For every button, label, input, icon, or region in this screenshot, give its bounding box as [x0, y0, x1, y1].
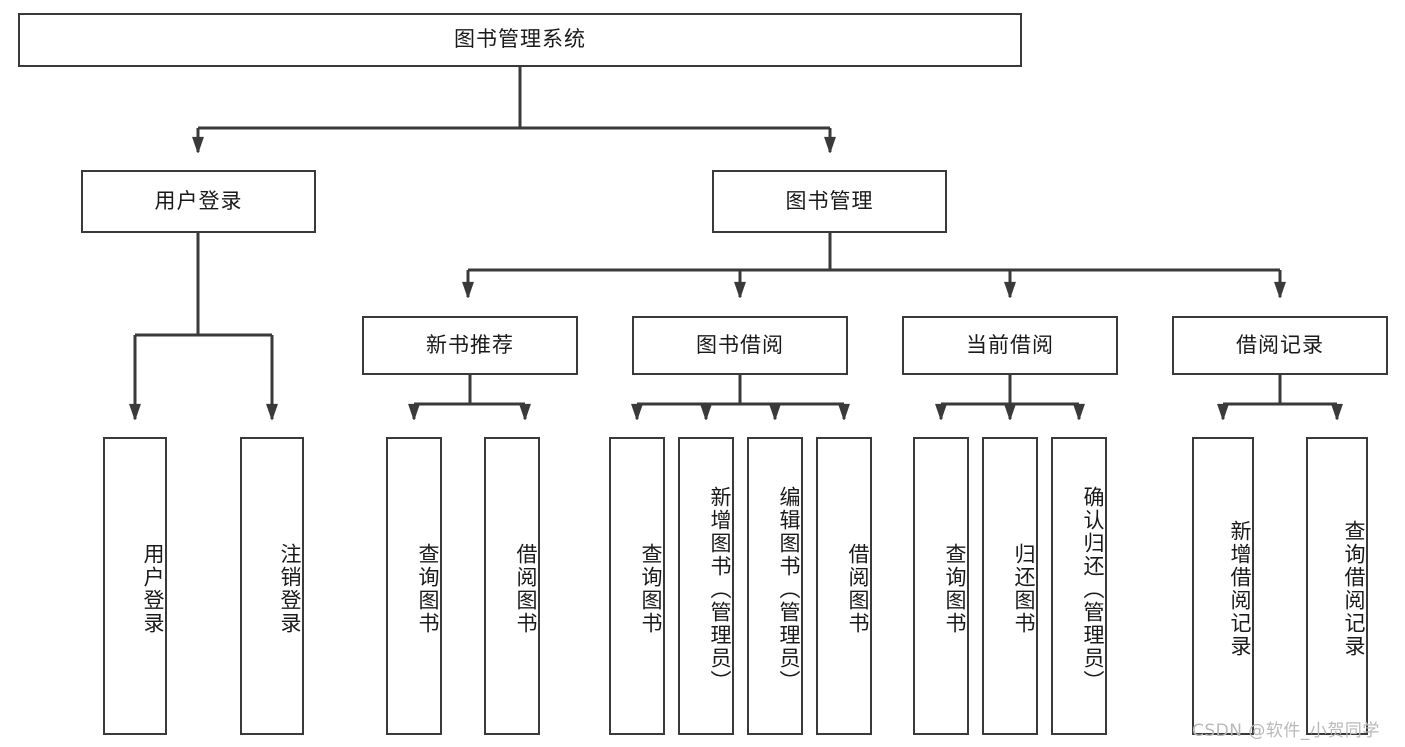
node-label: 查询图书: [943, 543, 967, 635]
node-label: 借阅图书: [846, 543, 870, 635]
node-leaf-user-login[interactable]: 用户登录: [103, 437, 167, 735]
node-label: 确认归还（管理员）: [1081, 485, 1105, 693]
node-current-borrow[interactable]: 当前借阅: [902, 316, 1118, 375]
node-label: 图书管理系统: [454, 27, 586, 52]
node-root[interactable]: 图书管理系统: [18, 13, 1022, 67]
node-label: 用户登录: [141, 543, 165, 635]
node-label: 用户登录: [154, 188, 243, 213]
node-leaf-query-book-recommend[interactable]: 查询图书: [386, 437, 442, 735]
node-label: 借阅记录: [1236, 332, 1324, 357]
node-label: 编辑图书（管理员）: [777, 485, 801, 693]
node-label: 当前借阅: [966, 332, 1054, 357]
node-label: 图书管理: [785, 188, 874, 213]
node-leaf-logout[interactable]: 注销登录: [240, 437, 304, 735]
node-leaf-query-book-borrow[interactable]: 查询图书: [609, 437, 665, 735]
node-label: 借阅图书: [514, 543, 538, 635]
csdn-watermark: CSDN @软件_小贺同学: [1192, 721, 1380, 741]
node-leaf-borrow-book-recommend[interactable]: 借阅图书: [484, 437, 540, 735]
node-label: 新增图书（管理员）: [708, 485, 732, 693]
node-label: 新书推荐: [426, 332, 514, 357]
node-leaf-borrow-book[interactable]: 借阅图书: [816, 437, 872, 735]
node-label: 查询图书: [416, 543, 440, 635]
node-leaf-add-borrow-record[interactable]: 新增借阅记录: [1192, 437, 1254, 735]
node-user-login[interactable]: 用户登录: [81, 170, 316, 233]
node-book-borrow[interactable]: 图书借阅: [632, 316, 848, 375]
node-leaf-return-book[interactable]: 归还图书: [982, 437, 1038, 735]
node-label: 查询借阅记录: [1342, 520, 1366, 658]
node-leaf-edit-book-admin[interactable]: 编辑图书（管理员）: [747, 437, 803, 735]
node-label: 图书借阅: [696, 332, 784, 357]
node-label: 查询图书: [639, 543, 663, 635]
node-label: 注销登录: [278, 543, 302, 635]
node-leaf-confirm-return-admin[interactable]: 确认归还（管理员）: [1051, 437, 1107, 735]
node-book-management[interactable]: 图书管理: [712, 170, 947, 233]
node-borrow-records[interactable]: 借阅记录: [1172, 316, 1388, 375]
node-leaf-query-borrow-record[interactable]: 查询借阅记录: [1306, 437, 1368, 735]
node-new-book-recommend[interactable]: 新书推荐: [362, 316, 578, 375]
node-label: 新增借阅记录: [1228, 520, 1252, 658]
node-leaf-add-book-admin[interactable]: 新增图书（管理员）: [678, 437, 734, 735]
node-label: 归还图书: [1012, 543, 1036, 635]
node-leaf-query-book-current[interactable]: 查询图书: [913, 437, 969, 735]
